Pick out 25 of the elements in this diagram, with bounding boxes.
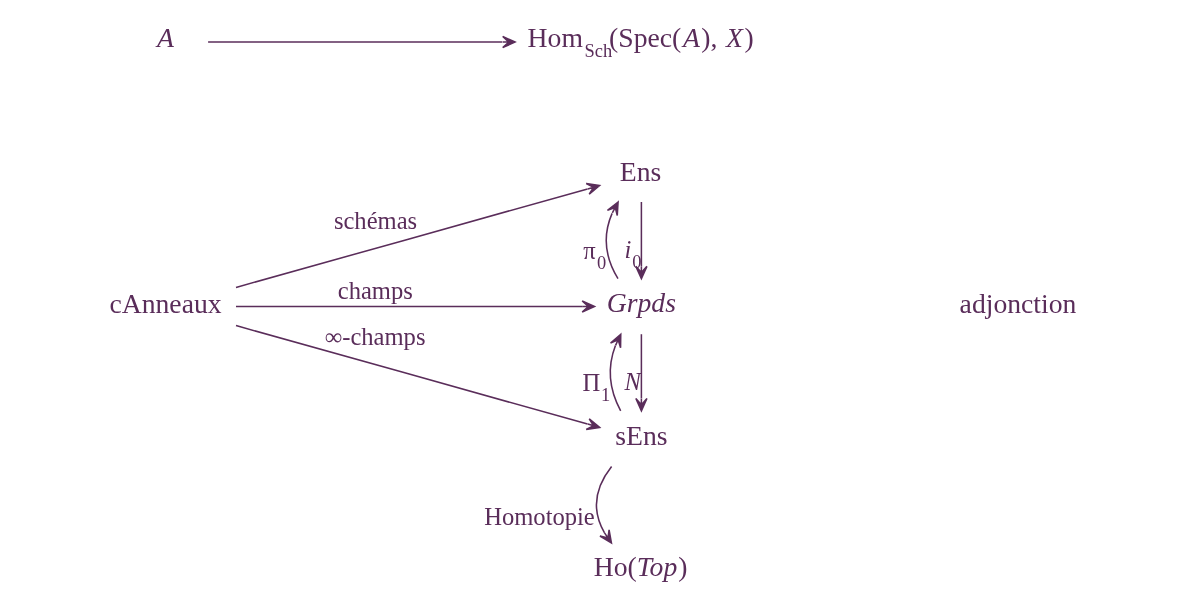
arrow <box>635 333 648 412</box>
arrow <box>235 324 601 431</box>
arrow <box>605 201 619 280</box>
arrow <box>235 300 596 313</box>
edge-label: i$_{0}$ <box>624 236 642 273</box>
node-text: Hom$_{Sch}$(Spec(A), X) <box>527 22 754 62</box>
arrow <box>609 333 622 412</box>
edge-label: Homotopie <box>484 502 595 530</box>
arrow <box>235 182 601 289</box>
arrow <box>635 201 648 280</box>
label: adjonction <box>959 288 1077 320</box>
edge-label: schémas <box>333 207 418 235</box>
node-text: Grpds <box>606 286 676 318</box>
node-text: Ens <box>619 156 662 188</box>
node-text: Ho(Top) <box>593 551 688 583</box>
arrow <box>207 35 516 49</box>
edge-label: ∞-champs <box>324 322 426 350</box>
arrow <box>595 465 613 544</box>
edge-label: champs <box>337 276 413 304</box>
node-text: sEns <box>615 420 668 452</box>
edge-label: N <box>624 368 641 396</box>
edge-label: π$_{0}$ <box>583 237 607 274</box>
node-text: cAnneaux <box>109 288 222 320</box>
edge-label: Π$_{1}$ <box>582 369 611 406</box>
node-text: A <box>157 22 175 54</box>
